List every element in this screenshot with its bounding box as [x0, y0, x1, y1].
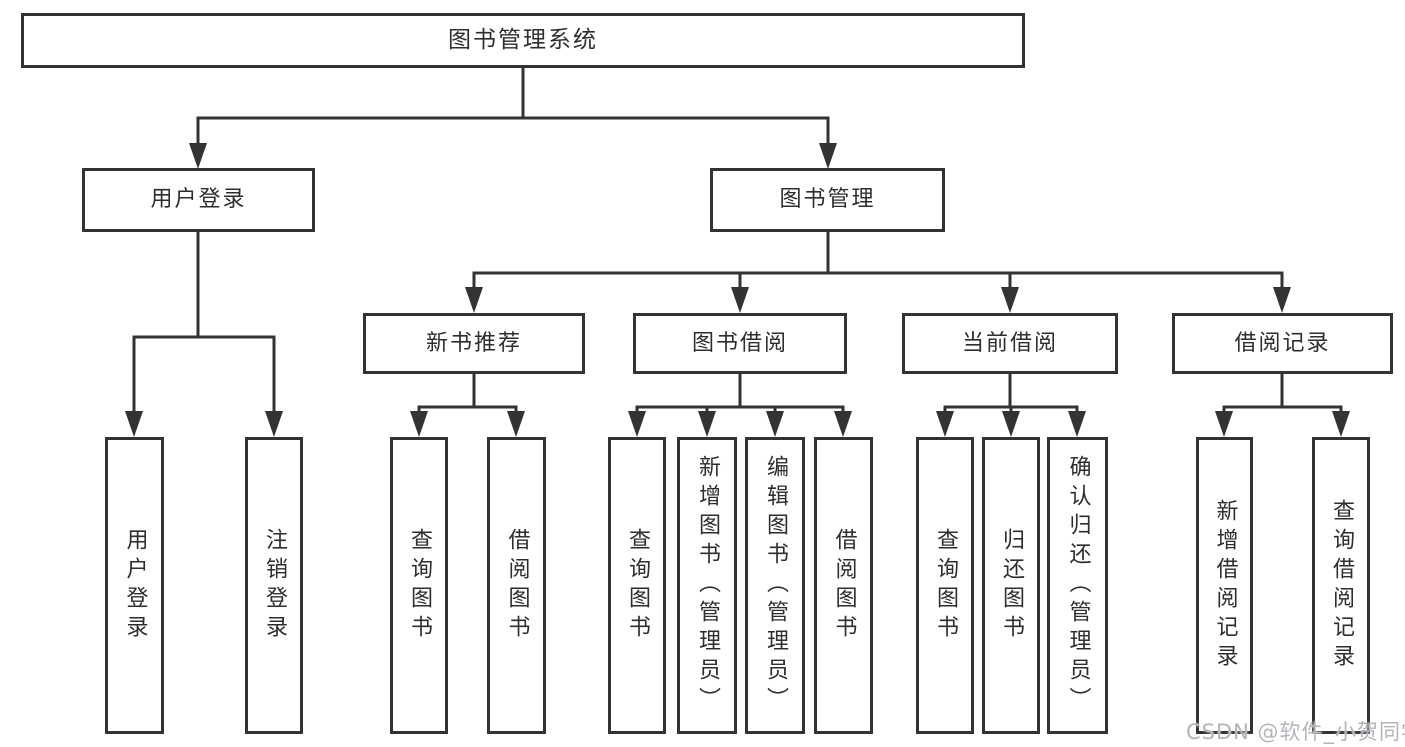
leaf-add-books-admin: 新增图书（管理员） [677, 437, 737, 734]
node-label: 新增借阅记录 [1212, 498, 1238, 673]
node-label: 图书管理 [779, 187, 876, 212]
node-label: 查询借阅记录 [1329, 498, 1354, 673]
node-label: 新书推荐 [425, 330, 522, 356]
node-label: 借阅图书 [504, 527, 530, 644]
leaf-return-books: 归还图书 [982, 437, 1040, 734]
node-label: 查询图书 [625, 527, 650, 644]
node-label: 图书管理系统 [448, 27, 598, 53]
node-label: 用户登录 [122, 527, 148, 644]
node-label: 编辑图书（管理员） [763, 455, 788, 716]
leaf-add-borrow-record: 新增借阅记录 [1196, 437, 1253, 734]
leaf-query-books-recommend: 查询图书 [390, 437, 448, 734]
node-borrow-record: 借阅记录 [1172, 313, 1393, 374]
node-current-borrow: 当前借阅 [902, 313, 1118, 374]
node-label: 图书借阅 [691, 330, 788, 356]
csdn-watermark: CSDN @软件_小贺同学 [1186, 720, 1405, 744]
node-label: 确认归还（管理员） [1065, 455, 1091, 716]
node-label: 借阅图书 [831, 527, 857, 644]
node-user-login: 用户登录 [82, 168, 315, 232]
leaf-borrow-books: 借阅图书 [814, 437, 873, 734]
leaf-logout: 注销登录 [245, 437, 303, 734]
node-book-borrow: 图书借阅 [633, 313, 847, 374]
leaf-query-books-current: 查询图书 [916, 437, 974, 734]
leaf-edit-books-admin: 编辑图书（管理员） [745, 437, 805, 734]
leaf-borrow-books-recommend: 借阅图书 [487, 437, 546, 734]
node-label: 当前借阅 [961, 330, 1058, 356]
leaf-query-borrow-record: 查询借阅记录 [1312, 437, 1370, 734]
leaf-query-books-borrow: 查询图书 [608, 437, 666, 734]
node-label: 新增图书（管理员） [695, 455, 720, 716]
leaf-user-login: 用户登录 [105, 437, 164, 734]
node-label: 归还图书 [999, 527, 1024, 644]
node-label: 借阅记录 [1234, 330, 1331, 356]
leaf-confirm-return-admin: 确认归还（管理员） [1047, 437, 1108, 734]
node-label: 用户登录 [150, 187, 247, 212]
node-label: 查询图书 [407, 527, 432, 644]
arrowheads [125, 143, 1350, 437]
node-book-management: 图书管理 [710, 168, 945, 232]
node-label: 查询图书 [933, 527, 958, 644]
node-library-management-system: 图书管理系统 [21, 13, 1025, 68]
node-new-book-recommend: 新书推荐 [363, 313, 585, 374]
node-label: 注销登录 [262, 527, 287, 644]
